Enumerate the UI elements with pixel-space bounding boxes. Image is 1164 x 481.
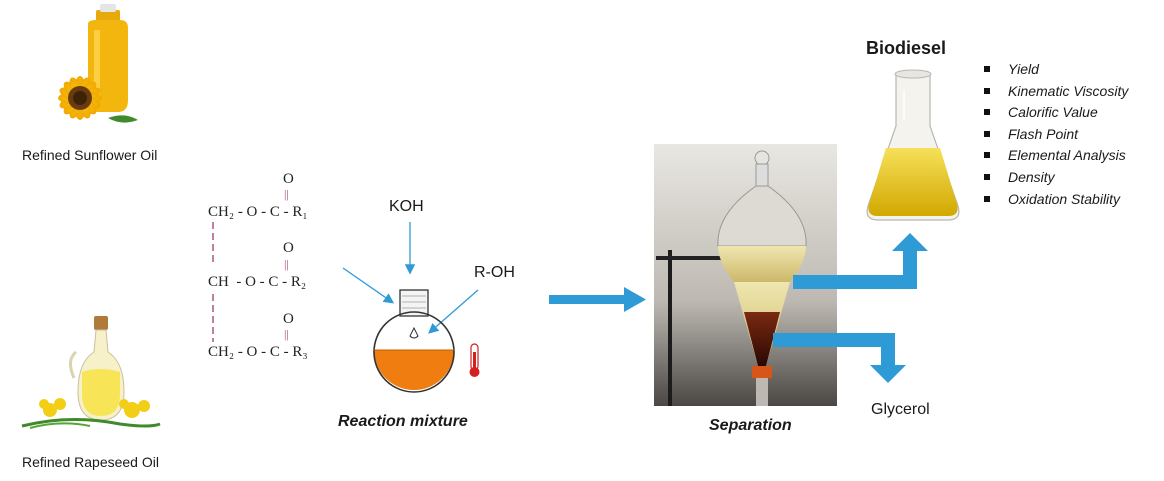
biodiesel-properties-list: Yield Kinematic Viscosity Calorific Valu… bbox=[984, 59, 1128, 210]
carbonyl-oxygen-2: O bbox=[283, 240, 294, 256]
triglyceride-arrow bbox=[342, 267, 395, 304]
carbonyl-oxygen-3: O bbox=[283, 311, 294, 327]
thermometer-icon bbox=[469, 343, 480, 377]
triglyceride-row-3: CH₂ - O - C - R₃ bbox=[208, 344, 308, 360]
bullet-icon bbox=[984, 87, 990, 94]
property-item: Yield bbox=[984, 59, 1128, 81]
property-item: Elemental Analysis bbox=[984, 145, 1128, 167]
double-bond-2: || bbox=[284, 257, 289, 271]
property-item: Density bbox=[984, 167, 1128, 189]
reaction-flask bbox=[373, 289, 455, 393]
double-bond-3: || bbox=[284, 327, 289, 341]
process-arrow-to-separation bbox=[549, 287, 646, 312]
sunflower-oil-image bbox=[58, 4, 138, 123]
triglyceride-row-2: CH - O - C - R₂ bbox=[208, 274, 307, 290]
bullet-icon bbox=[984, 195, 990, 202]
alcohol-arrow bbox=[428, 289, 479, 334]
alcohol-label: R-OH bbox=[474, 264, 515, 281]
bullet-icon bbox=[984, 152, 990, 159]
reaction-mixture-label: Reaction mixture bbox=[338, 413, 468, 430]
bullet-icon bbox=[984, 173, 990, 180]
arrow-to-biodiesel bbox=[793, 233, 928, 289]
separation-label: Separation bbox=[709, 417, 792, 434]
carbonyl-oxygen-1: O bbox=[283, 171, 294, 187]
double-bond-1: || bbox=[284, 187, 289, 201]
koh-label: KOH bbox=[389, 198, 424, 215]
rapeseed-oil-label: Refined Rapeseed Oil bbox=[22, 454, 159, 470]
property-item: Oxidation Stability bbox=[984, 189, 1128, 211]
glycerol-label: Glycerol bbox=[871, 401, 930, 418]
property-item: Flash Point bbox=[984, 124, 1128, 146]
property-item: Kinematic Viscosity bbox=[984, 81, 1128, 103]
property-item: Calorific Value bbox=[984, 102, 1128, 124]
sunflower-oil-label: Refined Sunflower Oil bbox=[22, 147, 158, 163]
biodiesel-title: Biodiesel bbox=[866, 38, 947, 58]
triglyceride-row-1: CH₂ - O - C - R₁ bbox=[208, 204, 308, 220]
rapeseed-oil-image bbox=[21, 316, 161, 429]
bullet-icon bbox=[984, 109, 990, 116]
arrow-to-glycerol bbox=[773, 333, 906, 383]
bullet-icon bbox=[984, 66, 990, 72]
biodiesel-flask-image bbox=[866, 69, 960, 221]
bullet-icon bbox=[984, 130, 990, 137]
